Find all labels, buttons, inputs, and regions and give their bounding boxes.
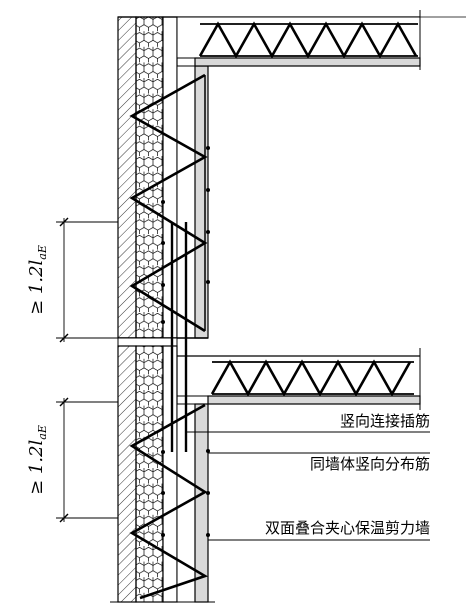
horizontal-joint — [117, 337, 178, 347]
upper-wall-truss-bar — [129, 73, 208, 333]
upper-lap-dimension — [56, 217, 118, 343]
joint-gap — [117, 337, 178, 347]
upper-wall-panel — [117, 16, 209, 339]
upper-floor-slab — [176, 10, 466, 70]
lower-outer-leaf — [117, 345, 137, 603]
label-vertical-dowel: 竖向连接插筋 — [340, 412, 430, 430]
label-wall-type: 双面叠合夹心保温剪力墙 — [265, 519, 430, 537]
lower-wall-panel — [117, 345, 209, 603]
upper-insulation-layer — [135, 16, 164, 339]
upper-lap-length-label: ≥ 1.2laE — [26, 245, 49, 315]
lower-lap-dimension — [56, 397, 118, 523]
lower-lap-length-label: ≥ 1.2laE — [26, 425, 49, 495]
lower-rebar-dots — [161, 449, 210, 537]
upper-precast-layer — [194, 65, 209, 339]
lower-slab-truss-bar — [210, 359, 412, 397]
lower-slab-precast — [207, 395, 421, 405]
lower-insulation-layer — [135, 345, 164, 603]
upper-rebar-dots — [161, 146, 210, 324]
vertical-dowel-bars — [170, 222, 188, 452]
lower-wall-truss-bar — [129, 403, 209, 600]
upper-outer-leaf — [117, 16, 137, 339]
lower-floor-slab — [176, 348, 421, 410]
upper-slab-precast — [194, 57, 421, 67]
label-wall-vertical-rebar: 同墙体竖向分布筋 — [310, 455, 430, 473]
